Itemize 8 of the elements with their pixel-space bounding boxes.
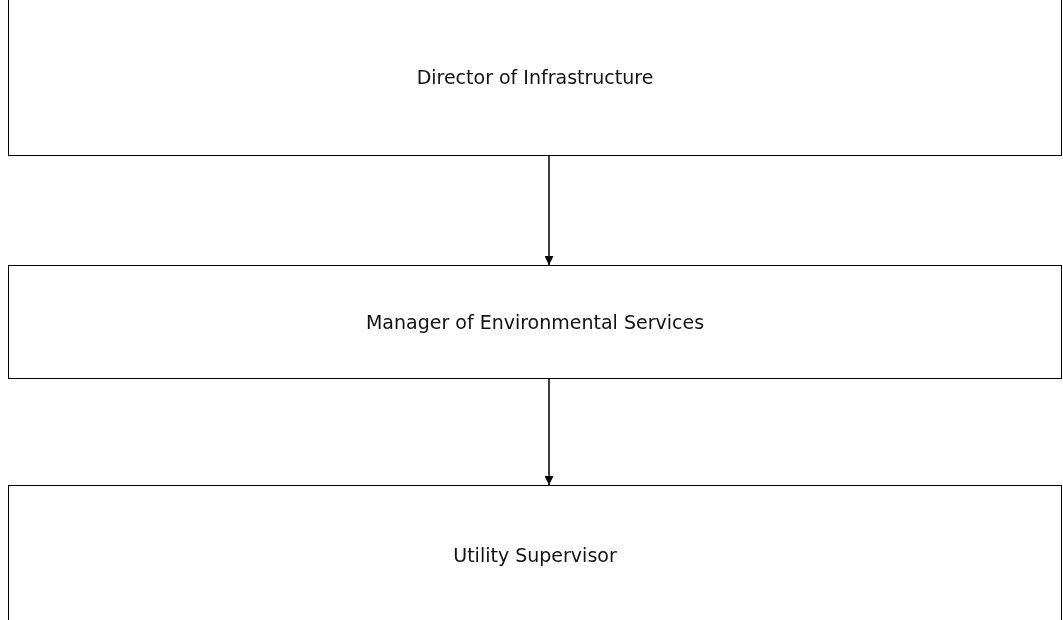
role-title: Director of Infrastructure <box>416 66 654 88</box>
role-box <box>8 485 1062 620</box>
role-box <box>8 0 1062 156</box>
arrow <box>544 155 554 266</box>
role-box <box>8 265 1062 379</box>
role-title: Manager of Environmental Services <box>365 311 705 333</box>
arrow <box>544 378 554 486</box>
role-title: Utility Supervisor <box>453 544 617 566</box>
